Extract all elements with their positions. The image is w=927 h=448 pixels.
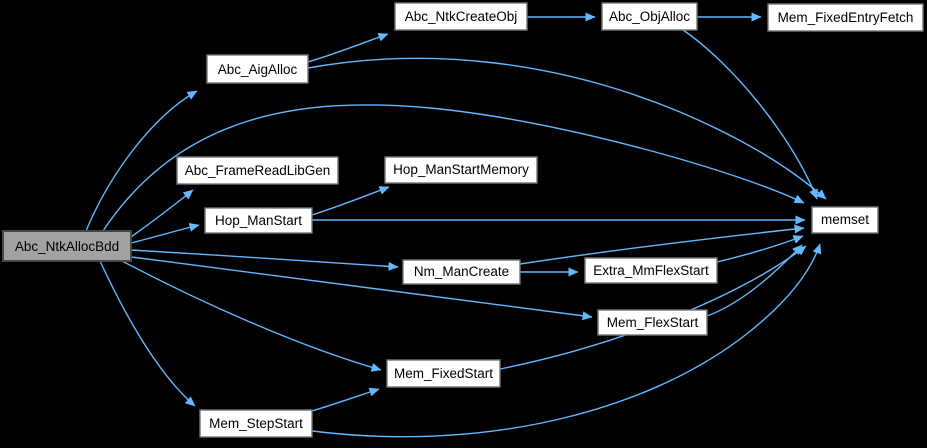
edge-hop-manstart-to-hop-manstartmemory bbox=[311, 186, 390, 216]
node-label: Abc_AigAlloc bbox=[218, 62, 298, 77]
node-label: Mem_FixedEntryFetch bbox=[778, 10, 914, 25]
node-label: Abc_NtkAllocBdd bbox=[15, 239, 119, 254]
node-label: Hop_ManStart bbox=[215, 213, 302, 228]
node-box bbox=[384, 156, 538, 184]
node-label: Extra_MmFlexStart bbox=[593, 263, 709, 278]
node-extra-mmflexstart[interactable]: Extra_MmFlexStart bbox=[584, 257, 718, 284]
edge-abc-objalloc-to-memset bbox=[682, 29, 818, 200]
node-label: Mem_StepStart bbox=[209, 416, 303, 431]
node-mem-fixedentryfetch[interactable]: Mem_FixedEntryFetch bbox=[767, 3, 924, 32]
node-abc-ntkcreateobj[interactable]: Abc_NtkCreateObj bbox=[394, 2, 528, 31]
node-box bbox=[199, 409, 313, 438]
edge-abc-ntkallocbdd-to-mem-flexstart bbox=[130, 256, 593, 321]
edge-mem-stepstart-to-mem-fixedstart bbox=[311, 387, 380, 412]
node-label: Abc_ObjAlloc bbox=[609, 9, 690, 24]
edge-mem-flexstart-to-memset bbox=[706, 244, 803, 317]
edge-abc-ntkallocbdd-to-mem-stepstart bbox=[99, 260, 196, 407]
node-nm-mancreate[interactable]: Nm_ManCreate bbox=[402, 259, 521, 285]
node-box bbox=[394, 2, 528, 31]
node-box bbox=[386, 359, 501, 388]
node-box bbox=[811, 206, 879, 234]
node-label: memset bbox=[821, 212, 869, 227]
node-label: Abc_NtkCreateObj bbox=[405, 9, 518, 24]
edge-abc-ntkallocbdd-to-hop-manstart bbox=[130, 222, 200, 244]
node-box bbox=[176, 156, 339, 185]
node-box bbox=[597, 309, 708, 336]
node-abc-objalloc[interactable]: Abc_ObjAlloc bbox=[601, 2, 698, 31]
edge-abc-ntkallocbdd-to-abc-framereadlibgen bbox=[130, 189, 194, 238]
edge-abc-ntkallocbdd-to-abc-aigalloc bbox=[85, 90, 198, 232]
node-label: Mem_FixedStart bbox=[394, 366, 493, 381]
nodes-layer: Abc_NtkAllocBdd Abc_AigAlloc Abc_NtkCrea… bbox=[2, 2, 924, 438]
node-mem-flexstart[interactable]: Mem_FlexStart bbox=[597, 309, 708, 336]
edge-abc-aigalloc-to-abc-ntkcreateobj bbox=[307, 32, 389, 63]
node-hop-manstartmemory[interactable]: Hop_ManStartMemory bbox=[384, 156, 538, 184]
node-box bbox=[584, 257, 718, 284]
node-label: Abc_FrameReadLibGen bbox=[185, 163, 331, 178]
node-mem-fixedstart[interactable]: Mem_FixedStart bbox=[386, 359, 501, 388]
node-abc-ntkallocbdd[interactable]: Abc_NtkAllocBdd bbox=[2, 230, 132, 262]
edge-nm-mancreate-to-memset bbox=[519, 224, 805, 265]
node-box bbox=[402, 259, 521, 285]
node-mem-stepstart[interactable]: Mem_StepStart bbox=[199, 409, 313, 438]
node-abc-aigalloc[interactable]: Abc_AigAlloc bbox=[206, 54, 309, 84]
node-memset[interactable]: memset bbox=[811, 206, 879, 234]
node-label: Nm_ManCreate bbox=[414, 264, 509, 279]
node-label: Mem_FlexStart bbox=[607, 315, 699, 330]
node-box bbox=[767, 3, 924, 32]
node-hop-manstart[interactable]: Hop_ManStart bbox=[204, 207, 313, 234]
node-box bbox=[601, 2, 698, 31]
edge-abc-ntkallocbdd-to-memset bbox=[102, 104, 805, 232]
edge-abc-aigalloc-to-memset bbox=[307, 57, 827, 200]
edge-abc-ntkallocbdd-to-nm-mancreate bbox=[130, 249, 399, 271]
edge-extra-mmflexstart-to-memset bbox=[716, 235, 804, 263]
edge-mem-stepstart-to-memset bbox=[311, 243, 822, 438]
node-abc-framereadlibgen[interactable]: Abc_FrameReadLibGen bbox=[176, 156, 339, 185]
edge-abc-ntkallocbdd-to-mem-fixedstart bbox=[121, 260, 382, 372]
node-box bbox=[2, 230, 132, 262]
edges-layer bbox=[85, 12, 827, 438]
node-box bbox=[204, 207, 313, 234]
node-box bbox=[206, 54, 309, 84]
node-label: Hop_ManStartMemory bbox=[393, 162, 529, 177]
